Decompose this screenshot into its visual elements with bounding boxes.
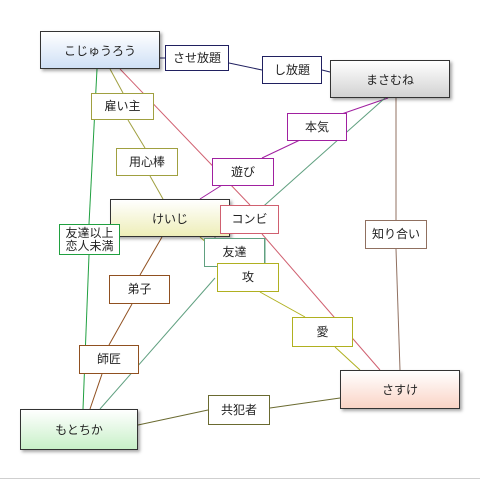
node-kojurou[interactable]: こじゅうろう (40, 31, 160, 69)
label-youjinbou: 用心棒 (116, 148, 178, 176)
label-seme: 攻 (217, 263, 279, 292)
connector-sase-houdai (228, 62, 263, 71)
connector-ai (259, 291, 306, 318)
connector-tomodachi (247, 97, 386, 221)
connector-tomodachi-ijou (82, 254, 90, 410)
connector-kyouhansha (269, 397, 341, 409)
label-asobi: 遊び (212, 158, 274, 186)
label-ai: 愛 (292, 317, 353, 347)
connector-deshi (139, 236, 163, 276)
label-sase-houdai: させ放題 (165, 45, 229, 71)
label-deshi: 弟子 (109, 275, 170, 304)
label-shiriai: 知り合い (365, 220, 427, 249)
connector-shi-houdai (321, 69, 331, 73)
label-kyouhansha: 共犯者 (208, 395, 270, 425)
connector-konbi (261, 233, 381, 371)
label-honki: 本気 (287, 113, 347, 141)
connector-ai (334, 346, 361, 371)
node-masamune[interactable]: まさむね (330, 60, 450, 98)
label-tomodachi: 友達 (204, 238, 265, 267)
connector-shiriai (395, 248, 401, 371)
connector-asobi (261, 139, 301, 159)
connector-yatoinushi (127, 119, 146, 149)
connector-yatoinushi (109, 68, 124, 94)
connector-kyouhansha (137, 409, 209, 426)
connector-deshi (108, 303, 133, 346)
connector-tomodachi (99, 277, 216, 410)
connector-youjinbou (149, 175, 164, 200)
label-konbi: コンビ (220, 205, 279, 234)
label-shishou: 師匠 (79, 345, 139, 374)
connector-shishou (89, 373, 103, 410)
node-sasuke[interactable]: さすけ (340, 370, 460, 409)
label-shi-houdai: し放題 (262, 56, 322, 84)
bottom-divider (0, 478, 480, 479)
label-tomodachi-ijou: 友達以上 恋人未満 (59, 224, 120, 255)
label-yatoinushi: 雇い主 (91, 93, 154, 120)
node-keiji[interactable]: けいじ (110, 199, 230, 237)
node-motochika[interactable]: もとちか (20, 409, 138, 450)
